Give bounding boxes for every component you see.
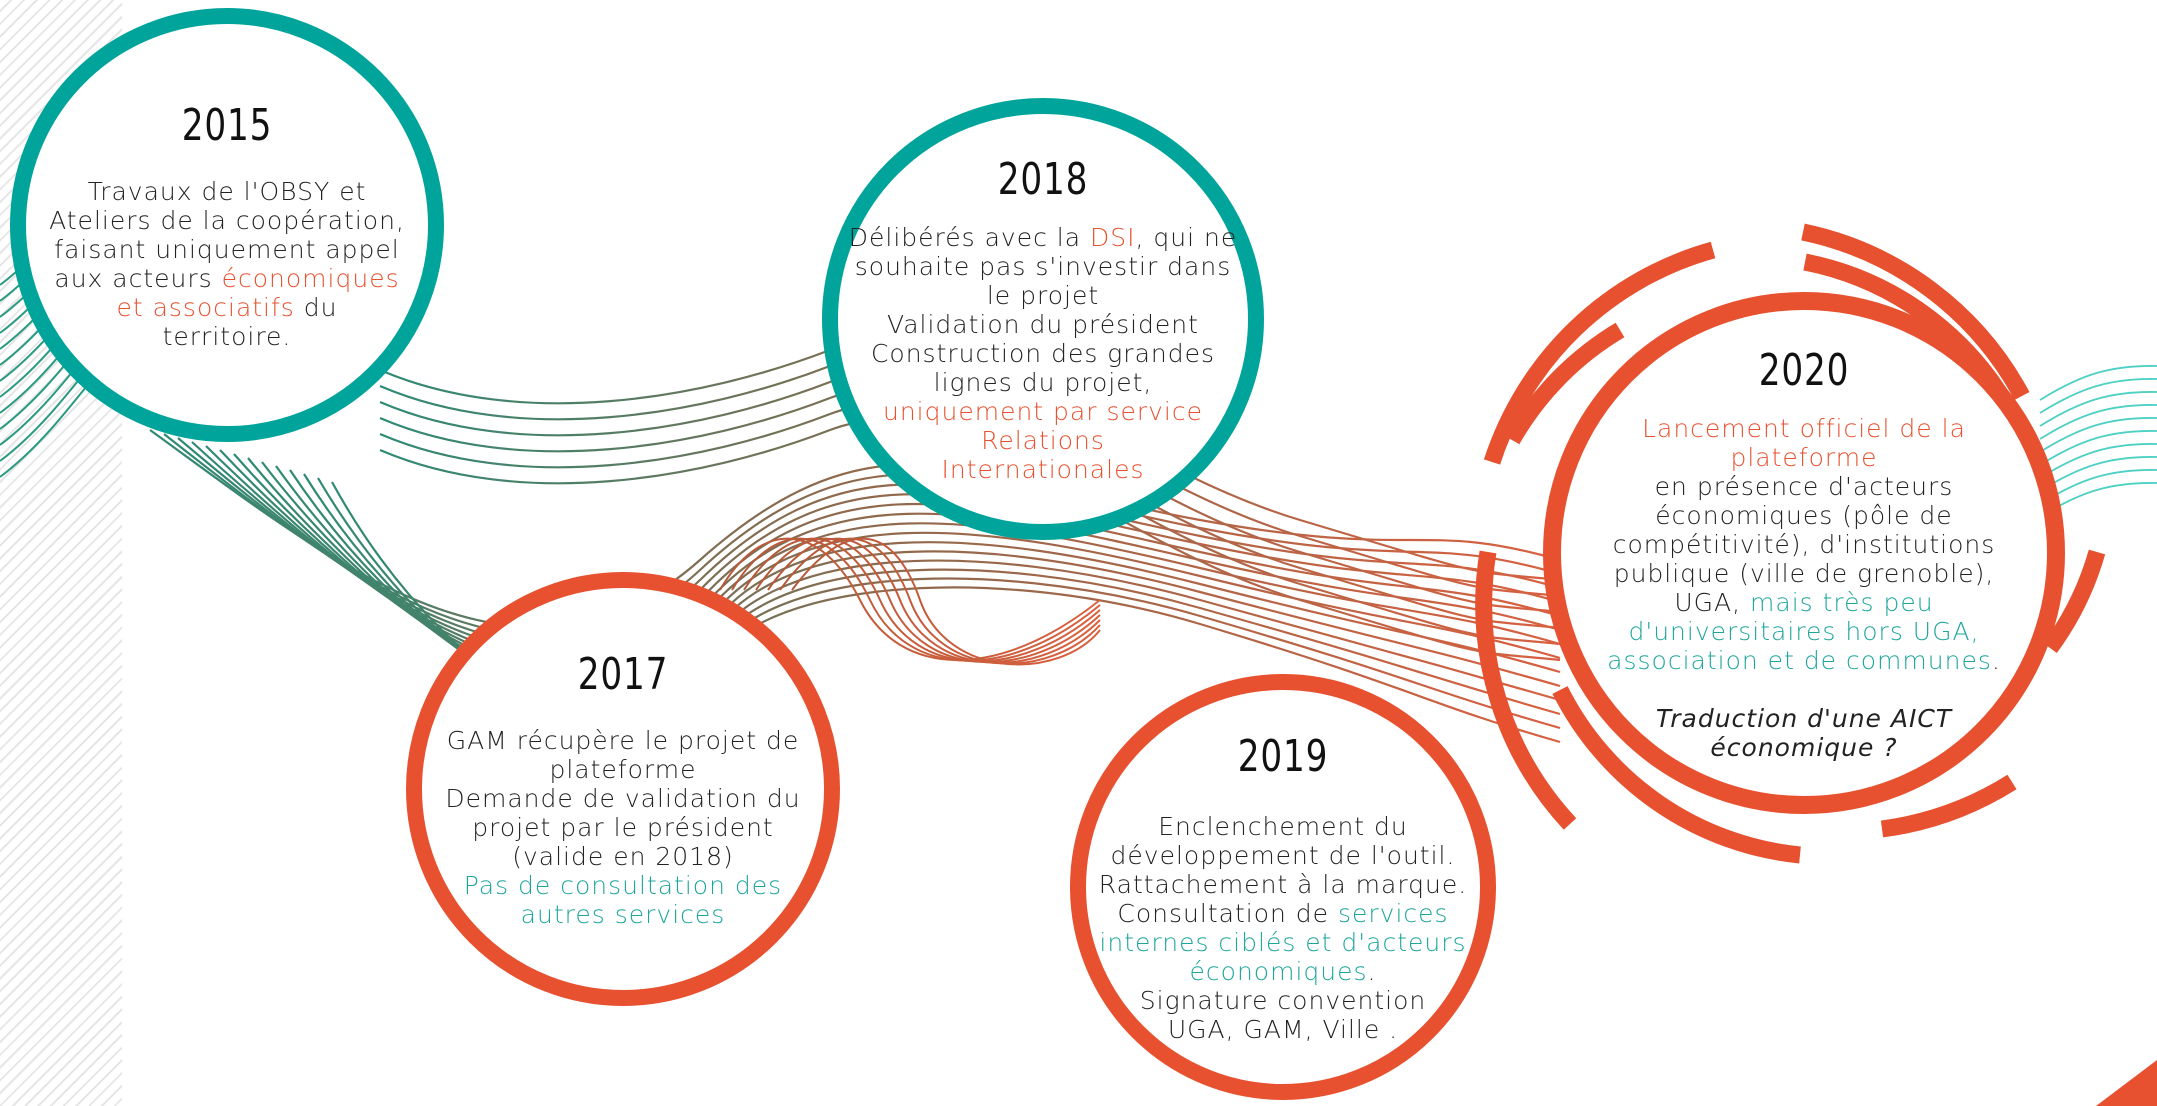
milestone-text: Lancement officiel de la plateforme en p…	[1607, 414, 2001, 762]
highlight-text: économiques	[1189, 956, 1368, 986]
highlight-text: association et de communes	[1607, 645, 1992, 675]
milestone-2015: 2015 Travaux de l'OBSY et Ateliers de la…	[10, 8, 444, 442]
year-label: 2019	[1237, 730, 1329, 782]
highlight-text: DSI	[1090, 223, 1136, 252]
italic-text: économique ?	[1710, 732, 1898, 762]
text-line: Enclenchement du	[1158, 811, 1408, 841]
flow-line	[791, 537, 1101, 666]
flow-line	[2039, 456, 2157, 492]
flow-line	[2039, 443, 2157, 479]
arc-outer-bottom	[1552, 686, 1801, 864]
highlight-text: d'universitaires hors UGA,	[1628, 616, 1980, 646]
text-line: UGA, GAM, Ville .	[1167, 1014, 1399, 1044]
highlight-text: autres services	[520, 900, 726, 929]
highlight-text: Internationales	[941, 455, 1145, 484]
flow-line	[2039, 378, 2157, 414]
year-label: 2020	[1758, 344, 1850, 396]
flow-line	[2039, 430, 2157, 466]
milestone-2019: 2019 Enclenchement du développement de l…	[1070, 674, 1496, 1100]
flow-line	[219, 449, 1561, 671]
milestone-text: Enclenchement du développement de l'outi…	[1099, 812, 1467, 1044]
text-line: en présence d'acteurs	[1654, 471, 1954, 501]
text-line: Travaux de l'OBSY et	[87, 176, 367, 206]
arc-mid-right	[2043, 549, 2106, 654]
flow-line	[719, 537, 1101, 661]
text-line: économiques.	[1189, 956, 1377, 986]
arc-outer-top	[1483, 241, 1716, 465]
arc-mid-topleft	[1504, 322, 1625, 445]
flow-line	[743, 537, 1101, 663]
text-line: Signature convention	[1139, 985, 1427, 1015]
milestone-2017: 2017 GAM récupère le projet de plateform…	[406, 572, 840, 1006]
flow-line	[2039, 404, 2157, 440]
text-line: souhaite pas s'investir dans	[854, 252, 1232, 281]
text-line: territoire.	[162, 321, 292, 351]
flow-line	[779, 537, 1101, 665]
highlight-text: Pas de consultation des	[463, 871, 783, 900]
middle-flow-lines	[719, 537, 1101, 666]
text-line: économiques (pôle de	[1655, 500, 1953, 530]
year-label: 2015	[181, 99, 273, 151]
milestone-text: Travaux de l'OBSY et Ateliers de la coop…	[49, 177, 405, 351]
year-label: 2017	[577, 649, 669, 700]
highlight-text: plateforme	[1730, 442, 1878, 472]
text-line: projet par le président	[472, 813, 774, 842]
milestone-2020: 2020 Lancement officiel de la plateforme…	[1543, 292, 2065, 814]
highlight-text: mais très peu	[1750, 587, 1934, 617]
arc-outer-right	[1801, 223, 2030, 401]
milestone-2018: 2018 Délibérés avec la DSI, qui ne souha…	[822, 98, 1264, 540]
text-line: Délibérés avec la DSI, qui ne	[848, 223, 1238, 252]
arc-outer-left	[1475, 550, 1577, 830]
flow-line	[205, 445, 1561, 662]
highlight-text: économiques	[221, 263, 400, 293]
highlight-text: et associatifs	[116, 292, 295, 322]
milestone-text: GAM récupère le projet de plateforme Dem…	[445, 726, 800, 929]
text-line: (valide en 2018)	[512, 842, 734, 871]
highlight-text: Relations	[981, 426, 1105, 455]
corner-triangle	[2096, 1060, 2157, 1106]
text-line: le projet	[986, 281, 1100, 310]
text-line: UGA, mais très peu	[1674, 587, 1934, 617]
text-line: aux acteurs économiques	[54, 263, 400, 293]
text-line: faisant uniquement appel	[54, 234, 400, 264]
text-line: compétitivité), d'institutions	[1612, 529, 1996, 559]
highlight-text: internes ciblés et d'acteurs	[1099, 927, 1467, 957]
text-line: association et de communes.	[1607, 645, 2001, 675]
spacer	[1607, 675, 2001, 704]
flow-line	[2039, 391, 2157, 427]
text-line: Consultation de services	[1117, 898, 1449, 928]
flow-line	[191, 441, 1561, 654]
text-line: Validation du président	[887, 310, 1199, 339]
flow-line	[755, 537, 1101, 664]
text-line: Rattachement à la marque.	[1098, 869, 1468, 899]
text-line: GAM récupère le projet de	[446, 726, 800, 755]
flow-line	[233, 453, 1561, 679]
highlight-text: services	[1338, 898, 1449, 928]
text-line: Demande de validation du	[445, 784, 801, 813]
text-line: Construction des grandes	[870, 339, 1216, 368]
text-line: Ateliers de la coopération,	[49, 205, 405, 235]
milestone-text: Délibérés avec la DSI, qui ne souhaite p…	[849, 223, 1238, 484]
year-label: 2018	[997, 154, 1089, 205]
highlight-text: Lancement officiel de la	[1642, 413, 1966, 443]
ring-2020-arcs	[1475, 223, 2106, 864]
text-line: et associatifs du	[116, 292, 338, 322]
arc-far-bottom	[1880, 774, 2017, 838]
text-line: développement de l'outil.	[1110, 840, 1456, 870]
highlight-text: uniquement par service	[882, 397, 1204, 426]
text-line: publique (ville de grenoble),	[1613, 558, 1995, 588]
flow-line	[731, 537, 1101, 662]
flow-line	[2039, 365, 2157, 401]
text-line: plateforme	[549, 755, 697, 784]
italic-text: Traduction d'une AICT	[1655, 703, 1953, 733]
flow-line	[2039, 417, 2157, 453]
text-line: lignes du projet,	[933, 368, 1153, 397]
flow-line	[767, 537, 1101, 664]
